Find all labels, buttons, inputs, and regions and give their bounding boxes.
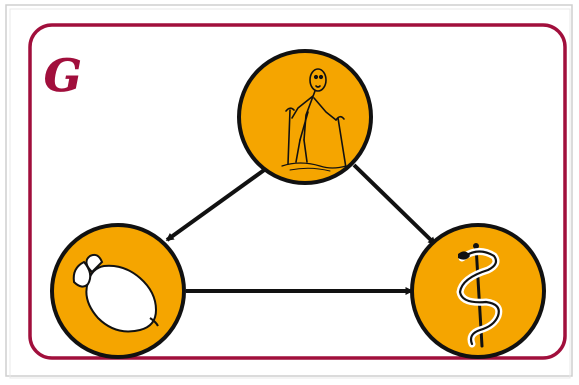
edge-elderly-to-lemon	[165, 166, 269, 242]
node-elderly-circle	[237, 49, 373, 185]
outer-frame-shadow	[9, 8, 571, 379]
rod-of-asclepius-icon	[456, 243, 503, 348]
node-medicine	[410, 223, 546, 359]
node-lemon	[50, 223, 186, 359]
edges	[165, 163, 437, 295]
node-elderly	[237, 49, 373, 185]
elderly-person-with-canes-icon	[281, 68, 347, 172]
lemon-icon	[72, 253, 159, 333]
graph-label: G	[44, 51, 82, 102]
edge-elderly-to-medicine	[352, 163, 437, 246]
